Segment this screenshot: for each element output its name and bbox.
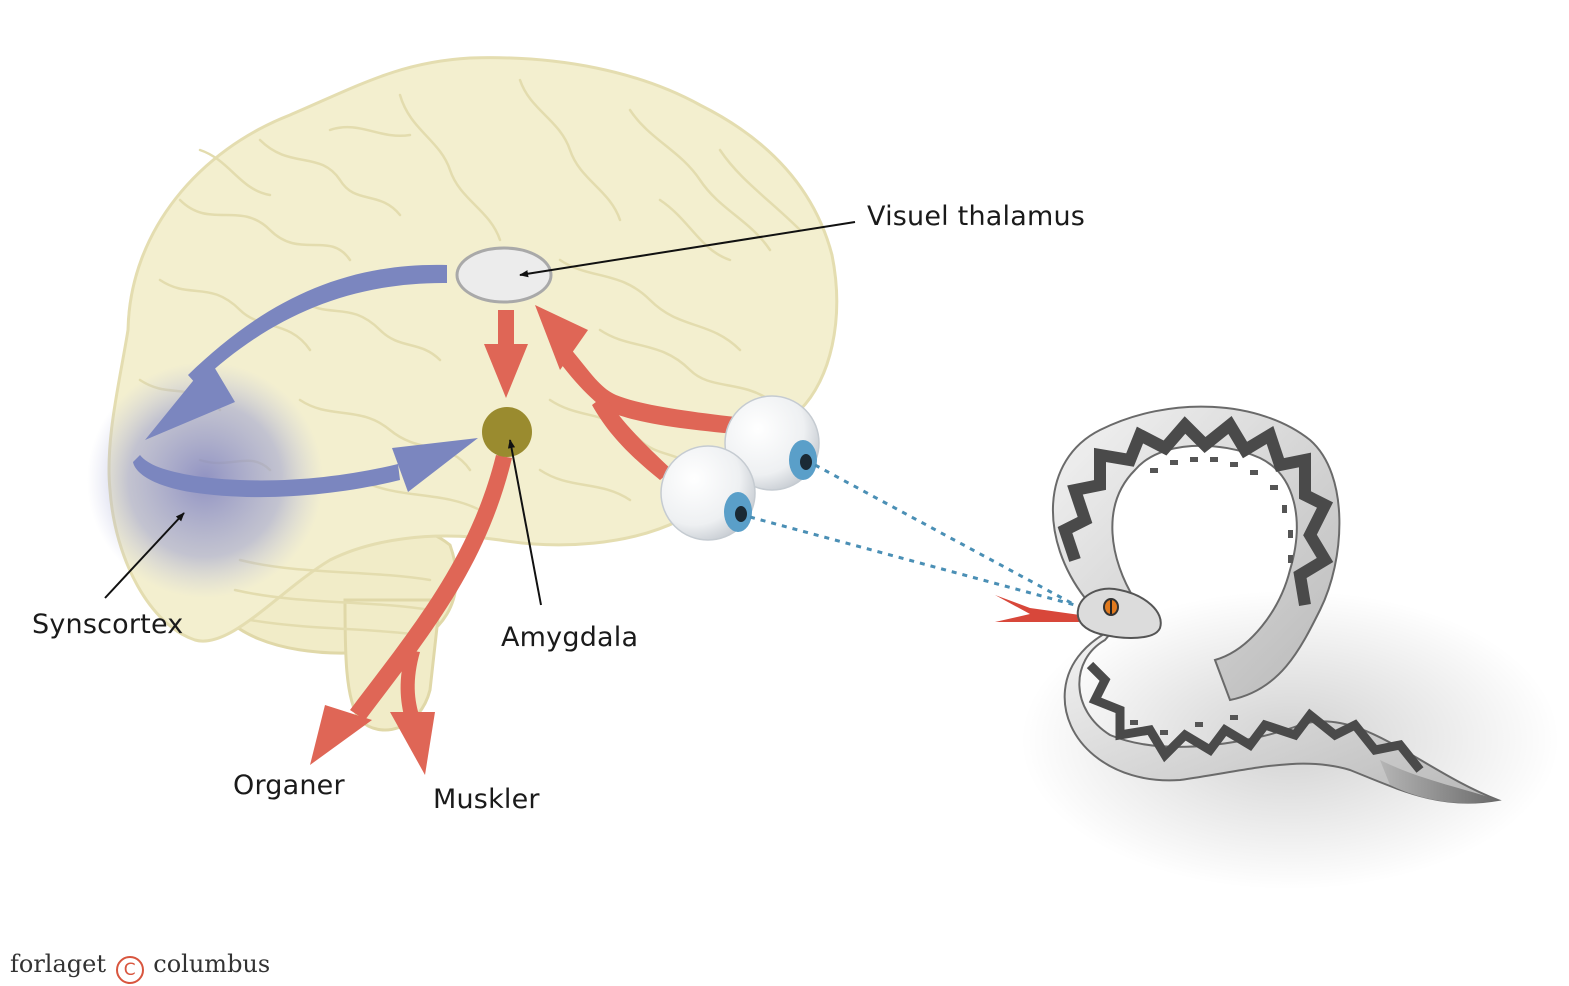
label-visual-thalamus: Visuel thalamus: [867, 201, 1086, 232]
slow-pathway: [133, 264, 478, 498]
snake-tongue: [995, 595, 1080, 622]
eye-upper: [724, 395, 820, 491]
snake-spots: [1130, 457, 1293, 735]
red-arrow-eyes-to-thalamus: [558, 348, 745, 435]
red-arrow-eyes-to-thalamus-2: [592, 395, 672, 480]
leader-amygdala: [507, 439, 542, 606]
publisher-credit: forlaget C columbus: [10, 950, 270, 984]
gaze-line-lower: [749, 515, 1076, 607]
snake-zigzag-loop: [1057, 416, 1334, 606]
publisher-prefix: forlaget: [10, 950, 106, 978]
blue-arrowhead-amygdala: [392, 438, 478, 492]
label-visual-cortex: Synscortex: [32, 609, 184, 640]
snake-illustration: [995, 405, 1560, 890]
leader-visual-cortex: [104, 512, 185, 599]
red-arrowhead-muscles: [390, 712, 435, 775]
snake-zigzag-front: [1086, 661, 1424, 773]
red-arrowhead-organs: [310, 705, 372, 765]
amygdala-node: [482, 407, 532, 457]
visual-thalamus-node: [455, 246, 553, 304]
eye-lower: [660, 445, 756, 541]
eyes: [660, 395, 820, 541]
snake-head: [1076, 587, 1162, 639]
snake-tail: [1380, 760, 1498, 804]
red-arrowhead-amygdala: [484, 344, 528, 398]
leader-visual-thalamus: [519, 221, 856, 278]
blue-arrowhead-cortex: [145, 360, 235, 440]
red-arrow-amygdala-to-muscles: [400, 650, 420, 720]
fast-pathway: [310, 305, 745, 775]
red-arrowhead-thalamus: [535, 305, 588, 370]
publisher-logo-icon: C: [115, 956, 144, 984]
blue-arrow-cortex-to-amygdala: [133, 455, 400, 498]
label-amygdala: Amygdala: [501, 622, 639, 653]
leader-lines: [104, 221, 856, 606]
gaze-lines: [749, 463, 1076, 607]
publisher-name: columbus: [153, 950, 271, 978]
blue-arrow-thalamus-to-cortex: [188, 264, 447, 385]
red-arrow-thalamus-to-amygdala: [498, 310, 514, 350]
gaze-line-upper: [814, 463, 1076, 607]
red-arrow-amygdala-to-organs: [350, 455, 512, 720]
brain-folds: [138, 78, 802, 637]
label-organs: Organer: [233, 770, 345, 801]
label-muscles: Muskler: [433, 784, 540, 815]
